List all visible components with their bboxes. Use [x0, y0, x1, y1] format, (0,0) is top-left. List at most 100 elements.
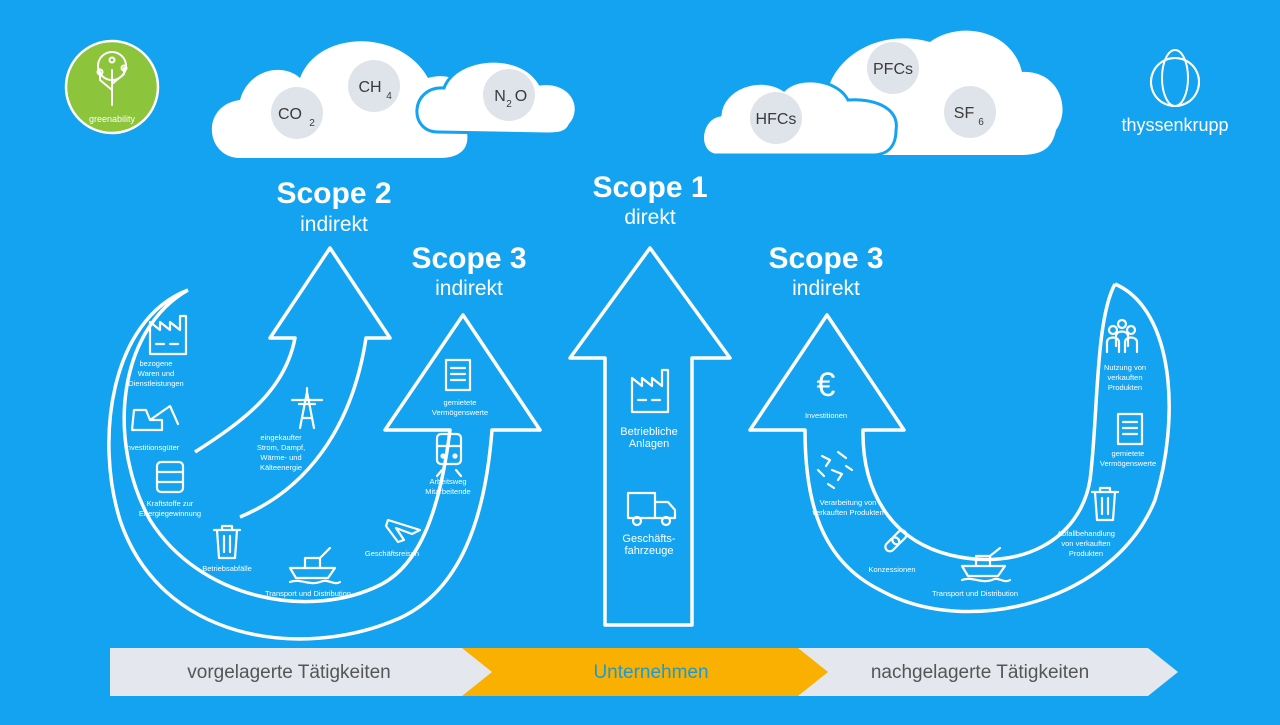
svg-text:Betriebsabfälle: Betriebsabfälle [202, 564, 252, 573]
svg-text:fahrzeuge: fahrzeuge [625, 545, 674, 557]
downstream-item-transport: Transport und Distribution [932, 546, 1018, 598]
scope1-item-vehicles: Geschäfts- fahrzeuge [622, 491, 677, 557]
train-icon [435, 432, 463, 478]
upstream-item-purchased-goods: bezogene Waren und Dienstleistungen [128, 314, 188, 388]
scope1-title: Scope 1 [592, 171, 707, 204]
svg-text:2: 2 [506, 99, 512, 110]
svg-text:Abfallbehandlung: Abfallbehandlung [1057, 529, 1115, 538]
svg-text:von verkauften: von verkauften [1061, 539, 1110, 548]
svg-text:Transport und Distribution: Transport und Distribution [932, 589, 1018, 598]
svg-text:Investitionen: Investitionen [805, 411, 847, 420]
gas-ch4: CH 4 [348, 60, 400, 112]
downstream-item-franchises: Konzessionen [868, 529, 916, 574]
svg-text:CO: CO [278, 106, 302, 123]
svg-text:Arbeitsweg: Arbeitsweg [429, 477, 466, 486]
svg-text:Vermögenswerte: Vermögenswerte [432, 408, 488, 417]
cloud-right: PFCs HFCs SF 6 [701, 30, 1063, 157]
document-icon [1116, 412, 1144, 446]
svg-text:Wärme- und: Wärme- und [260, 453, 301, 462]
ship-icon [960, 546, 1012, 583]
chain-link-icon [884, 529, 908, 553]
svg-text:Geschäftsreisen: Geschäftsreisen [365, 549, 419, 558]
upstream-item-capital-goods: Investitionsgüter [125, 404, 180, 452]
upstream-item-waste: Betriebsabfälle [202, 524, 252, 573]
scope3-upstream-title: Scope 3 [411, 242, 526, 275]
gas-pfcs: PFCs [867, 42, 919, 94]
svg-text:gemietete: gemietete [1112, 449, 1145, 458]
svg-text:4: 4 [386, 91, 392, 102]
upstream-item-transport: Transport und Distribution [265, 546, 351, 598]
svg-text:Betriebliche: Betriebliche [620, 426, 677, 438]
svg-text:Transport und Distribution: Transport und Distribution [265, 589, 351, 598]
upstream-item-commuting: Arbeitsweg Mitarbeitende [425, 432, 471, 496]
processing-icon [816, 450, 854, 490]
downstream-label: nachgelagerte Tätigkeiten [871, 662, 1089, 683]
downstream-item-end-of-life: Abfallbehandlung von verkauften Produkte… [1057, 486, 1120, 558]
ship-icon [288, 546, 342, 585]
downstream-item-processing: Verarbeitung von verkauften Produkten [812, 450, 884, 517]
svg-text:Dienstleistungen: Dienstleistungen [128, 379, 183, 388]
svg-text:Strom, Dampf,: Strom, Dampf, [257, 443, 305, 452]
upstream-segment [110, 648, 492, 696]
svg-text:O: O [515, 88, 527, 105]
svg-text:HFCs: HFCs [756, 111, 797, 128]
excavator-icon [130, 404, 180, 432]
upstream-item-leased-assets: gemietete Vermögenswerte [432, 358, 488, 417]
upstream-label: vorgelagerte Tätigkeiten [187, 662, 391, 683]
svg-text:bezogene: bezogene [140, 359, 173, 368]
company-segment [460, 648, 828, 696]
thyssenkrupp-label: thyssenkrupp [1121, 115, 1228, 135]
cloud-left: CO 2 CH 4 N 2 O [211, 41, 578, 159]
svg-text:Verarbeitung von: Verarbeitung von [820, 498, 877, 507]
trash-bin-icon [1090, 486, 1120, 522]
svg-text:Nutzung von: Nutzung von [1104, 363, 1146, 372]
downstream-item-leased-assets: gemietete Vermögenswerte [1100, 412, 1156, 468]
scope2-title: Scope 2 [276, 177, 391, 210]
svg-text:verkauften Produkten: verkauften Produkten [812, 508, 883, 517]
svg-text:Waren und: Waren und [138, 369, 174, 378]
svg-text:Kraftstoffe zur: Kraftstoffe zur [147, 499, 194, 508]
scope3-upstream-subtitle: indirekt [435, 277, 503, 300]
svg-text:N: N [494, 88, 506, 105]
svg-text:6: 6 [978, 117, 984, 128]
thyssenkrupp-emblem-icon [1150, 49, 1200, 107]
scope1-item-facilities: Betriebliche Anlagen [620, 368, 678, 450]
svg-text:Anlagen: Anlagen [629, 438, 669, 450]
scope3-downstream-u-arrow [748, 282, 1171, 614]
scope1-subtitle: direkt [624, 206, 676, 229]
svg-text:Energiegewinnung: Energiegewinnung [139, 509, 201, 518]
svg-text:PFCs: PFCs [873, 61, 913, 78]
svg-text:gemietete: gemietete [444, 398, 477, 407]
factory-icon [630, 368, 670, 414]
svg-text:CH: CH [358, 79, 381, 96]
thyssenkrupp-logo: thyssenkrupp [1121, 49, 1229, 135]
people-icon [1105, 318, 1139, 354]
scope2-item-energy: eingekaufter Strom, Dampf, Wärme- und Kä… [257, 386, 324, 472]
upstream-item-fuel: Kraftstoffe zur Energiegewinnung [139, 460, 201, 518]
svg-text:Geschäfts-: Geschäfts- [622, 533, 676, 545]
svg-text:2: 2 [309, 118, 315, 129]
svg-text:verkauften: verkauften [1107, 373, 1142, 382]
gas-hfcs: HFCs [750, 92, 802, 144]
euro-icon: € [817, 366, 836, 404]
downstream-segment [790, 648, 1178, 696]
svg-text:SF: SF [954, 105, 975, 122]
svg-text:Vermögenswerte: Vermögenswerte [1100, 459, 1156, 468]
document-icon [444, 358, 472, 392]
gas-co2: CO 2 [271, 87, 323, 139]
scope3-upstream-u-arrow [107, 288, 542, 641]
downstream-item-investments: € Investitionen [805, 366, 847, 420]
svg-text:Konzessionen: Konzessionen [868, 565, 915, 574]
svg-text:eingekaufter: eingekaufter [260, 433, 302, 442]
airplane-icon [384, 518, 422, 544]
factory-icon [148, 314, 188, 356]
svg-text:Produkten: Produkten [1069, 549, 1103, 558]
company-label: Unternehmen [593, 662, 708, 683]
svg-text:Mitarbeitende: Mitarbeitende [425, 487, 470, 496]
greenability-label: greenability [89, 114, 136, 124]
svg-text:Produkten: Produkten [1108, 383, 1142, 392]
truck-icon [626, 491, 677, 527]
svg-text:Investitionsgüter: Investitionsgüter [125, 443, 180, 452]
svg-text:Kälteenergie: Kälteenergie [260, 463, 302, 472]
